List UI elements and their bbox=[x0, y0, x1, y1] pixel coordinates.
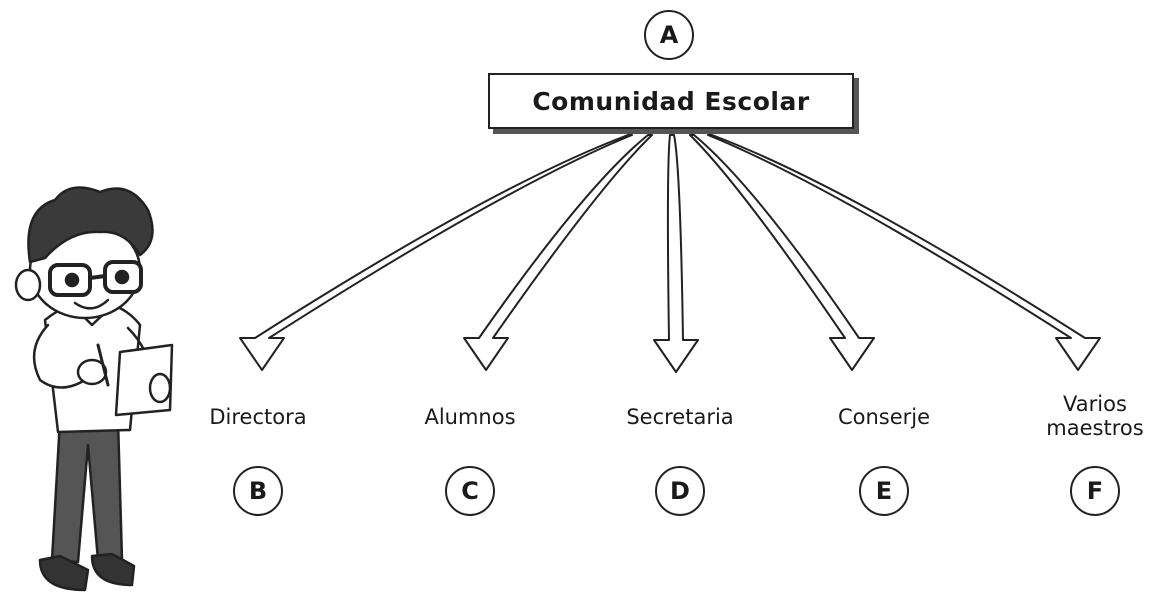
child-label-D: Secretaria bbox=[626, 405, 733, 429]
child-label-line: Secretaria bbox=[626, 405, 734, 429]
cartoon-boy-illustration bbox=[14, 186, 174, 592]
child-label-B: Directora bbox=[209, 405, 306, 429]
child-label-line: Varios bbox=[1063, 392, 1127, 416]
child-label-line: Alumnos bbox=[424, 405, 516, 429]
child-label-E: Conserje bbox=[838, 405, 930, 429]
child-label-line: Conserje bbox=[837, 405, 931, 429]
arrow-to-F bbox=[707, 134, 1101, 371]
node-letter-A: A bbox=[644, 10, 694, 60]
node-letter-F: F bbox=[1070, 466, 1120, 516]
arrow-to-C bbox=[463, 134, 653, 371]
node-letter-C: C bbox=[445, 466, 495, 516]
node-letter-B: B bbox=[233, 466, 283, 516]
child-label-line: Directora bbox=[209, 405, 307, 429]
child-label-C: Alumnos bbox=[424, 405, 515, 429]
root-node-comunidad-escolar: Comunidad Escolar bbox=[488, 73, 854, 129]
node-letter-E: E bbox=[859, 466, 909, 516]
node-letter-D: D bbox=[655, 466, 705, 516]
arrow-to-B bbox=[239, 134, 633, 371]
child-label-line: maestros bbox=[1046, 416, 1144, 440]
arrow-to-E bbox=[689, 134, 875, 371]
arrow-to-D bbox=[653, 134, 699, 373]
